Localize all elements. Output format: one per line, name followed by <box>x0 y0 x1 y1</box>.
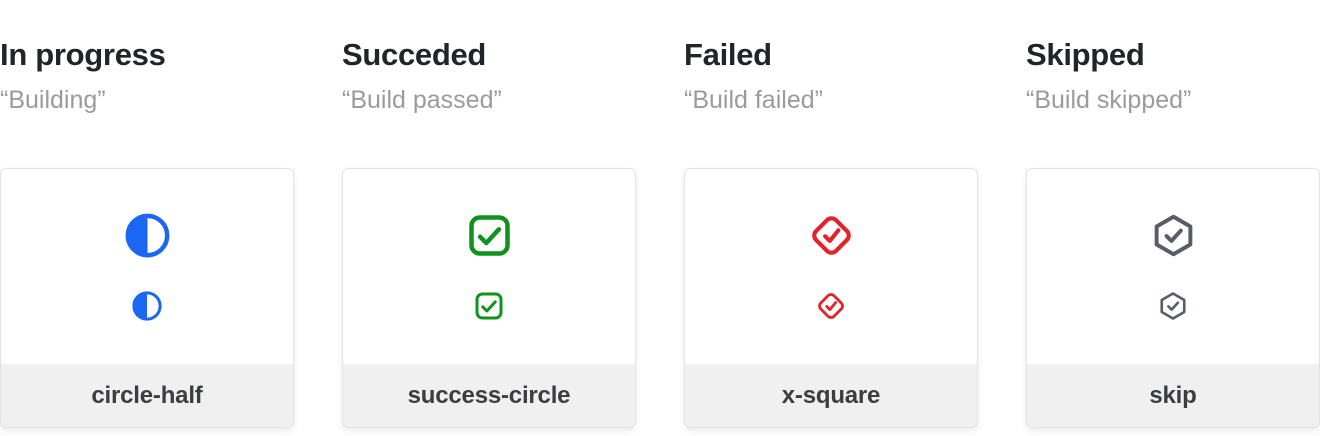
column-title: Succeded <box>342 37 487 72</box>
icon-preview-area <box>1027 169 1319 364</box>
column-subtitle: “Build skipped” <box>1026 85 1192 114</box>
icon-preview-area <box>343 169 635 364</box>
icon-preview-area <box>685 169 977 364</box>
status-column-failed: Failed “Build failed” x-square <box>684 37 978 436</box>
icon-card: circle-half <box>0 168 294 429</box>
status-column-skipped: Skipped “Build skipped” skip <box>1026 37 1320 436</box>
column-title: Skipped <box>1026 37 1145 72</box>
icon-name-label: skip <box>1027 364 1319 428</box>
icon-preview-area <box>1 169 293 364</box>
check-square-icon <box>474 291 504 321</box>
check-square-icon <box>467 213 512 258</box>
icon-name-label: x-square <box>685 364 977 428</box>
hexagon-check-icon <box>1151 213 1196 258</box>
circle-half-icon <box>132 291 162 321</box>
hexagon-check-icon <box>1158 291 1188 321</box>
circle-half-icon <box>125 213 170 258</box>
icon-name-label: success-circle <box>343 364 635 428</box>
icon-card: success-circle <box>342 168 636 429</box>
column-subtitle: “Building” <box>0 85 106 114</box>
diamond-check-icon <box>816 291 846 321</box>
status-column-in-progress: In progress “Building” circle-half <box>0 37 294 436</box>
column-subtitle: “Build passed” <box>342 85 502 114</box>
column-title: In progress <box>0 37 166 72</box>
diamond-check-icon <box>809 213 854 258</box>
column-title: Failed <box>684 37 772 72</box>
icon-card: skip <box>1026 168 1320 429</box>
column-subtitle: “Build failed” <box>684 85 823 114</box>
status-column-succeeded: Succeded “Build passed” success-circle <box>342 37 636 436</box>
icon-card: x-square <box>684 168 978 429</box>
icon-name-label: circle-half <box>1 364 293 428</box>
